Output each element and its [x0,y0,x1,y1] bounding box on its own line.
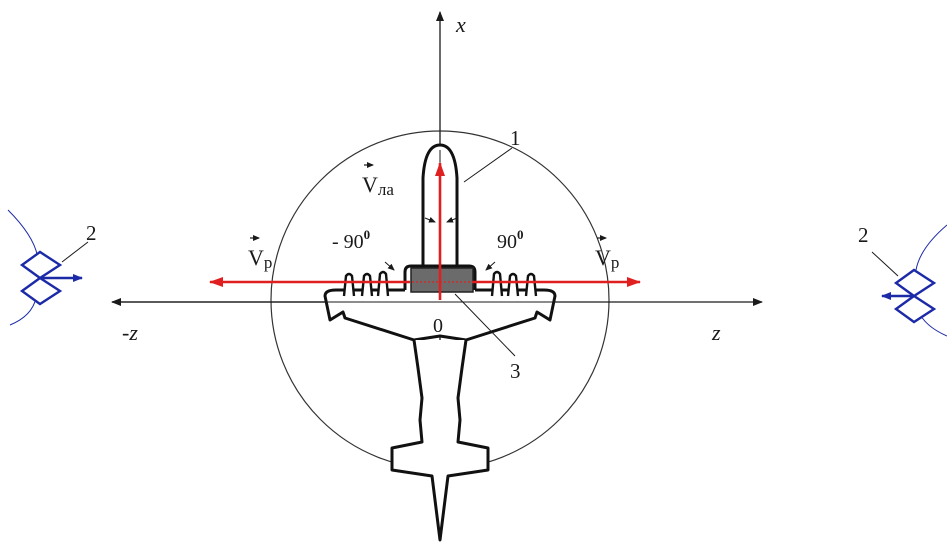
origin-label: 0 [433,315,443,337]
angle-left-value: - 90 [332,231,364,253]
label-2-right: 2 [858,223,869,247]
antenna-block [410,267,474,293]
angle-right-label: 900 [497,227,524,253]
v-p-left-sub: р [264,253,273,272]
svg-text:Vла: Vла [362,172,394,199]
z-axis-label: z [711,320,721,345]
leader-1 [463,147,513,183]
v-p-right-label: Vр [595,235,619,272]
left-antenna-pattern [7,209,89,326]
svg-text:Vр: Vр [595,245,619,272]
v-la-label: Vла [362,162,394,199]
v-p-left-label: Vр [248,235,272,272]
leader-3 [454,293,516,357]
x-axis-label: x [455,12,466,37]
aircraft-fuselage [390,339,490,542]
angle-right-degree: 0 [517,227,524,242]
label-1: 1 [510,126,521,150]
engines-right [490,270,538,297]
v-p-right-main: V [595,245,611,270]
angle-left-degree: 0 [364,227,371,242]
v-p-left-main: V [248,245,264,270]
neg-z-axis-label: -z [122,320,138,345]
right-antenna-pattern [871,224,947,337]
svg-text:Vр: Vр [248,245,272,272]
v-p-right-sub: р [611,253,620,272]
angle-left-label: - 900 [332,227,370,253]
v-la-sub: ла [378,180,394,199]
engines-left [342,270,390,297]
angle-right-value: 90 [497,231,517,253]
label-3: 3 [510,359,521,383]
v-la-main: V [362,172,378,197]
label-2-left: 2 [86,221,97,245]
angle-markers [384,216,496,271]
